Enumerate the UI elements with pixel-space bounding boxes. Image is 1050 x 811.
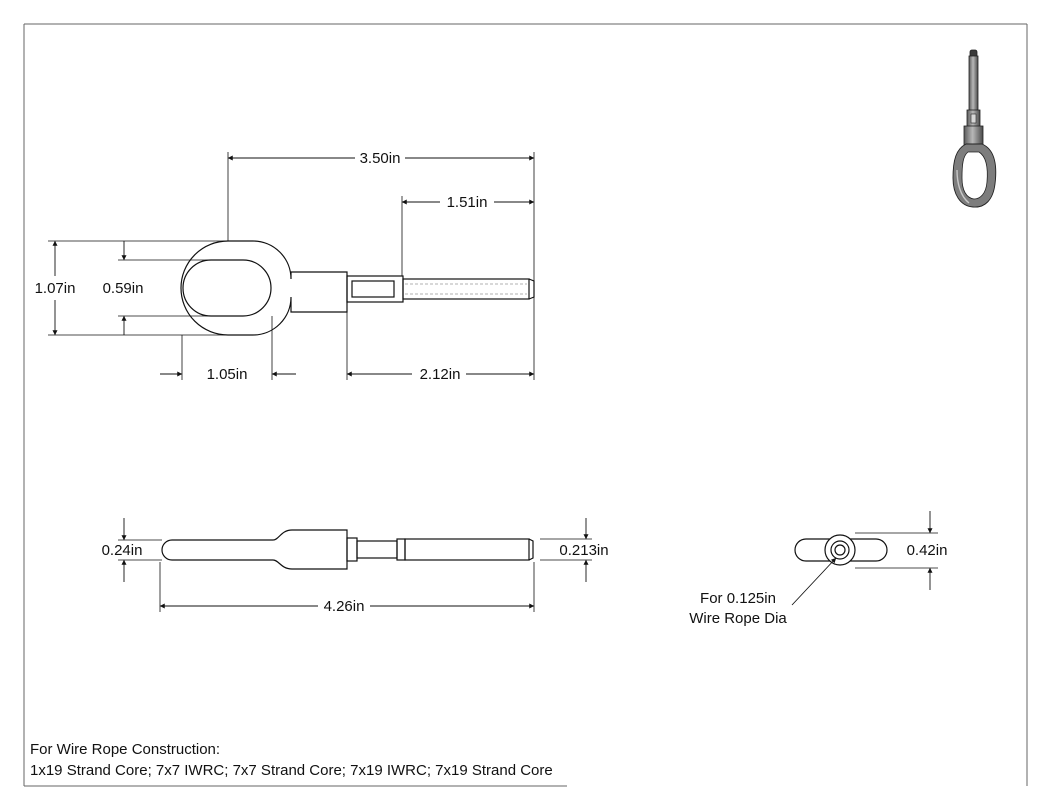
side-view-eye-profile (161, 529, 348, 570)
threaded-shank (402, 278, 530, 300)
side-view-collar (356, 540, 398, 559)
dim-shank-diameter: 0.213in (559, 542, 608, 559)
dim-eye-inner-length: 1.05in (207, 366, 248, 383)
top-view-dimension-lines (52, 155, 535, 377)
isometric-view (952, 49, 997, 208)
wire-rope-callout-leader (791, 557, 837, 606)
shank-neck (346, 275, 404, 303)
dim-eye-outer-height: 1.07in (35, 280, 76, 297)
end-view-bore-inner (834, 544, 846, 556)
end-view (794, 534, 888, 566)
iso-eye-hole (961, 151, 988, 200)
side-view-step (396, 538, 406, 561)
shank-tip (528, 278, 535, 300)
end-view-hub (824, 534, 856, 566)
callout-line-1: For 0.125in (700, 590, 776, 607)
iso-eye-highlight (956, 169, 970, 204)
end-view-extension-lines (855, 532, 938, 569)
dim-end-view-width: 0.42in (907, 542, 948, 559)
dim-eye-thickness: 0.24in (102, 542, 143, 559)
eye-hole (182, 259, 272, 317)
top-view-extension-lines (48, 152, 535, 380)
side-view-threaded-shank (404, 538, 530, 561)
iso-collar-slot (970, 113, 977, 124)
notes-heading: For Wire Rope Construction: (30, 741, 221, 758)
sheet-border (23, 23, 1028, 787)
dim-overall-length-top: 3.50in (360, 150, 401, 167)
eye-outline (180, 240, 348, 336)
side-view-tip (528, 538, 534, 561)
side-view-neck (346, 537, 358, 562)
iso-threaded-rod (968, 55, 979, 113)
side-view (161, 529, 534, 570)
end-view-bore-outer (830, 540, 850, 560)
dim-shank-length: 2.12in (420, 366, 461, 383)
shank-slot (351, 280, 395, 298)
dim-eye-inner-height: 0.59in (103, 280, 144, 297)
notes-constructions: 1x19 Strand Core; 7x7 IWRC; 7x7 Strand C… (30, 762, 553, 779)
top-view (180, 240, 535, 336)
construction-notes: For Wire Rope Construction: 1x19 Strand … (30, 739, 570, 781)
callout-line-2: Wire Rope Dia (689, 610, 787, 627)
side-view-dimension-lines (121, 518, 589, 609)
dim-threaded-length: 1.51in (447, 194, 488, 211)
dim-overall-length-side: 4.26in (324, 598, 365, 615)
